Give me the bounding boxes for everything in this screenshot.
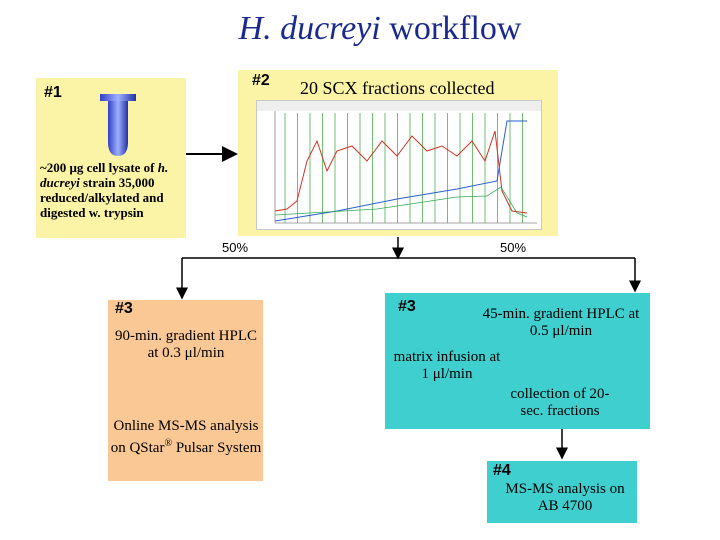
step4-number: #4 bbox=[493, 462, 511, 479]
step3a-gradient: 90-min. gradient HPLC at 0.3 μl/min bbox=[114, 328, 258, 361]
split-right-percent: 50% bbox=[500, 240, 527, 255]
tube-icon bbox=[100, 94, 136, 156]
split-left-percent: 50% bbox=[222, 240, 249, 255]
step3b-infusion: matrix infusion at 1 μl/min bbox=[393, 349, 501, 382]
registered-mark: ® bbox=[164, 438, 173, 449]
title-italic: H. ducreyi bbox=[238, 10, 381, 47]
step2-number: #2 bbox=[252, 72, 270, 89]
desc-part: g cell lysate of bbox=[76, 160, 158, 175]
chromatogram bbox=[256, 100, 542, 230]
step1-number: #1 bbox=[44, 84, 62, 101]
step3b-gradient: 45-min. gradient HPLC at 0.5 μl/min bbox=[482, 306, 640, 339]
step3a-number: #3 bbox=[115, 300, 133, 317]
step3b-number: #3 bbox=[398, 298, 416, 315]
desc-part: strain 35,000 reduced/alkylated and dige… bbox=[40, 175, 164, 220]
page-title: H. ducreyi workflow bbox=[0, 10, 720, 48]
step1-description: ~200 μg cell lysate of h. ducreyi strain… bbox=[40, 160, 182, 220]
step4-box bbox=[487, 461, 637, 523]
title-rest: workflow bbox=[380, 10, 522, 47]
step4-label: MS-MS analysis on AB 4700 bbox=[505, 481, 625, 514]
step3b-box bbox=[385, 293, 650, 429]
step3b-collection: collection of 20-sec. fractions bbox=[510, 386, 610, 419]
desc-species: h. ducreyi bbox=[40, 160, 169, 190]
step3a-box bbox=[108, 300, 263, 481]
desc-mu: μ bbox=[69, 160, 77, 175]
desc-part: ~200 bbox=[40, 160, 70, 175]
step2-label: 20 SCX fractions collected bbox=[300, 78, 495, 98]
analysis-text: Online MS-MS analysis on QStar bbox=[110, 418, 259, 456]
analysis-text: Pulsar System bbox=[172, 440, 262, 456]
chromatogram-plot bbox=[257, 101, 541, 224]
step3a-analysis: Online MS-MS analysis on QStar® Pulsar S… bbox=[110, 418, 262, 457]
